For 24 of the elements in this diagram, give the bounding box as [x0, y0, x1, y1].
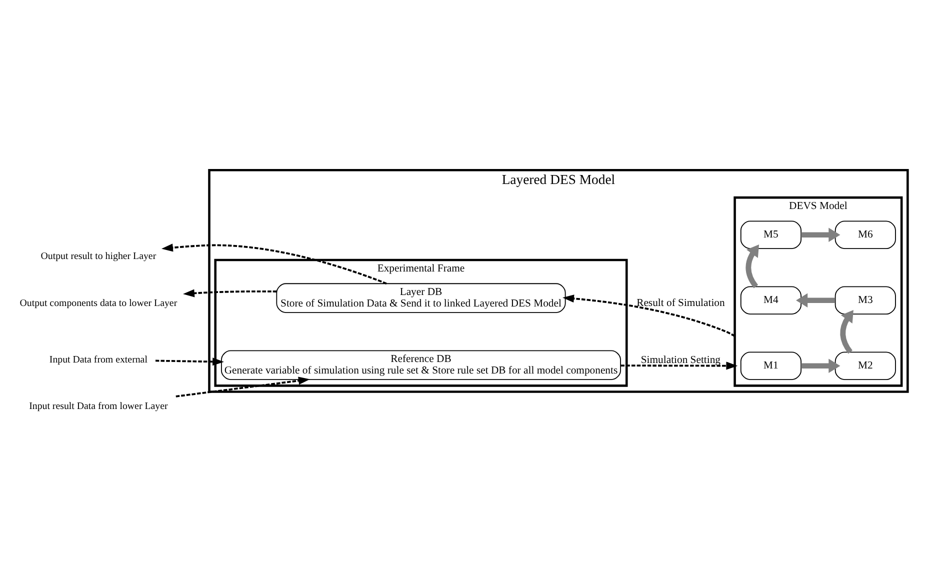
arrow — [620, 362, 738, 370]
arrow — [801, 228, 840, 242]
edge-label: Simulation Setting — [640, 354, 721, 366]
node-text: Output result to higher Layer — [40, 250, 156, 262]
node-box: Reference DB Generate variable of simulation using rule set & Store rule set DB for all model components — [220, 350, 621, 380]
arrow — [801, 358, 840, 373]
node-text: Input result Data from lower Layer — [29, 400, 168, 412]
arrow — [176, 376, 310, 398]
node-text: Output components data to lower Layer — [20, 298, 178, 310]
node-box: M2 — [834, 352, 896, 380]
arrow — [183, 289, 277, 298]
node-box: M3 — [834, 286, 896, 315]
edge-label: Result of Simulation — [636, 298, 725, 309]
arrow — [746, 244, 760, 288]
node-box: M5 — [740, 220, 802, 250]
arrow — [796, 293, 836, 308]
node-box: Layer DB Store of Simulation Data & Send it to linked Layered DES Model — [276, 283, 566, 314]
arrow — [562, 294, 736, 337]
node-box: M6 — [834, 220, 896, 250]
arrow — [161, 244, 387, 284]
node-text: Input Data from external — [49, 354, 148, 366]
node-box: M4 — [740, 286, 802, 315]
arrow — [155, 358, 224, 366]
node-box: M1 — [740, 352, 802, 380]
